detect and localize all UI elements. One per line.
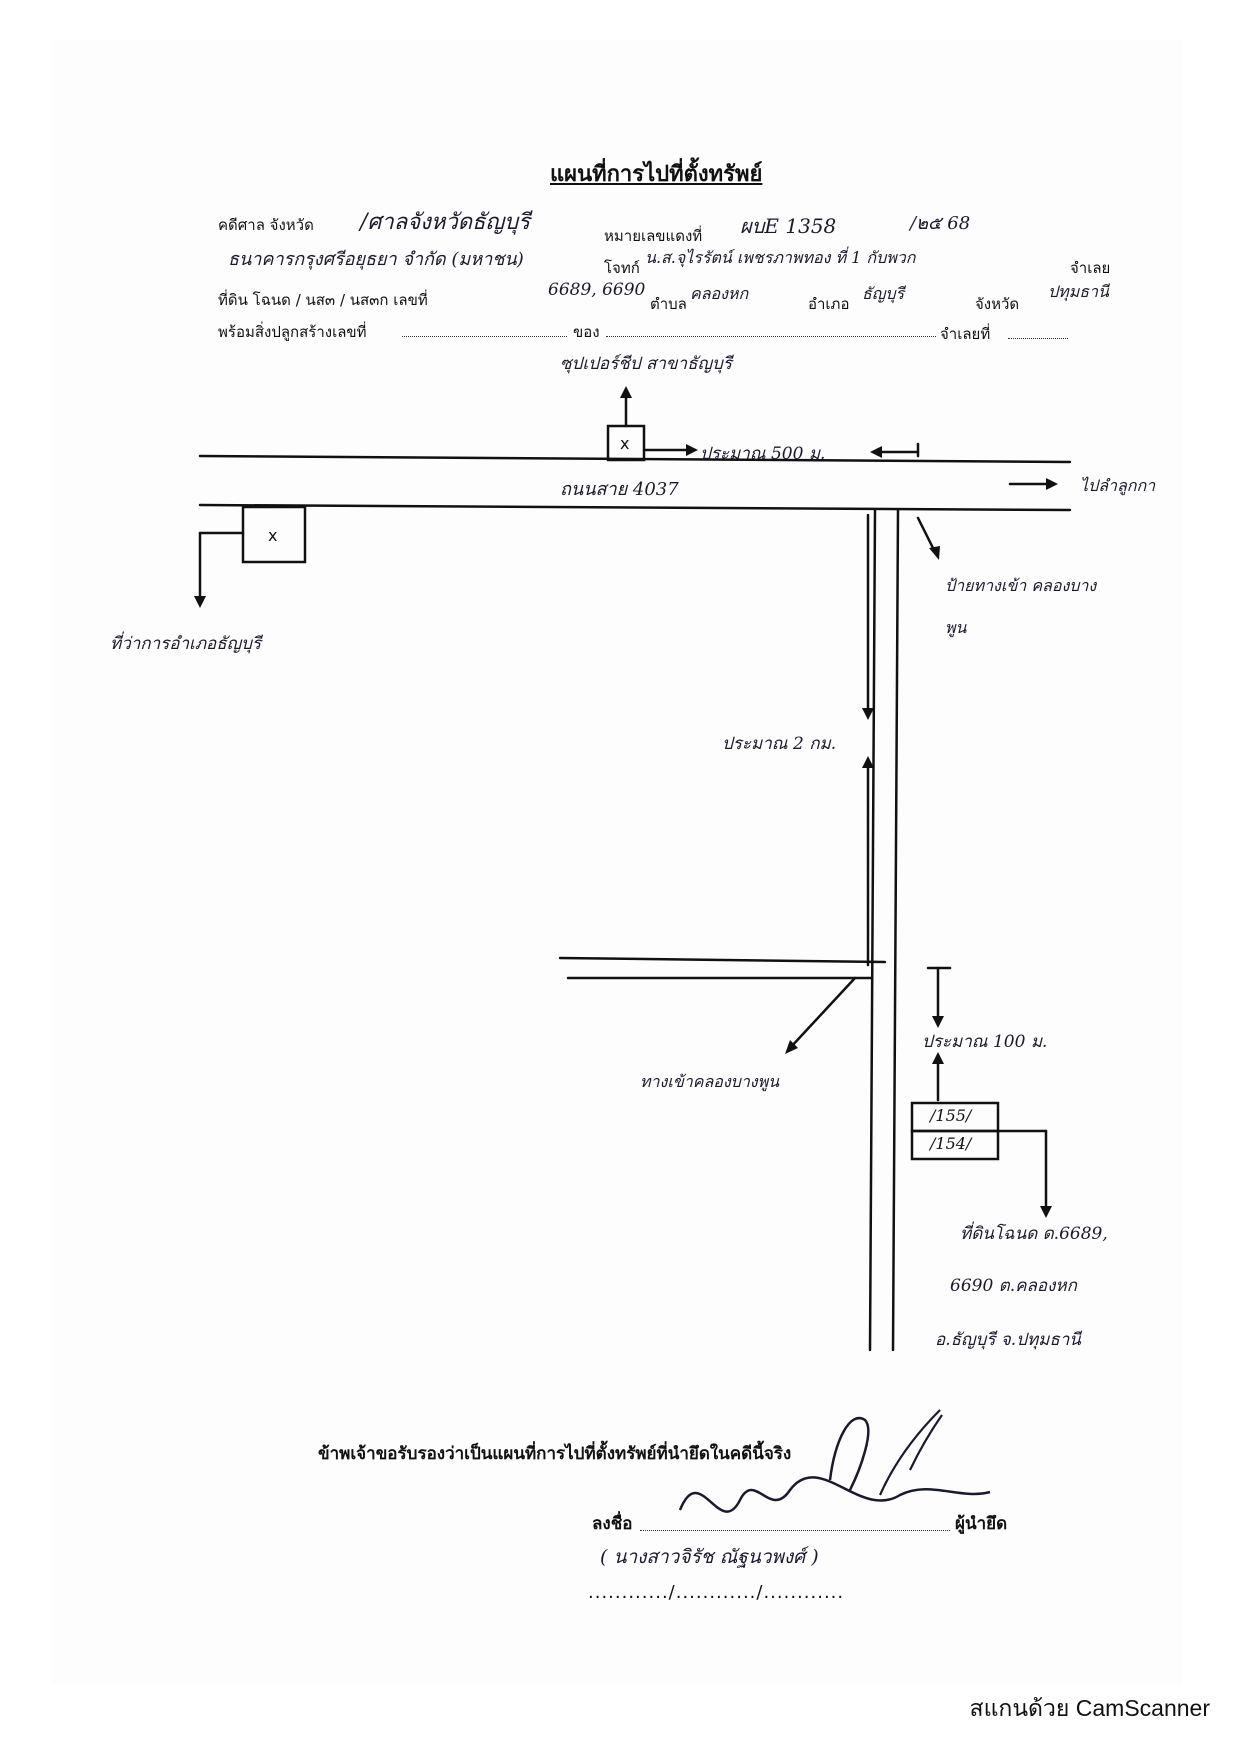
of-dotline xyxy=(606,336,936,337)
supermarket-x-mark: x xyxy=(620,434,629,453)
court-value: /ศาลจังหวัดธัญบุรี xyxy=(360,210,530,235)
plot-154-label: /154/ xyxy=(930,1134,972,1153)
court-label: คดีศาล จังหวัด xyxy=(218,216,314,234)
property-desc-line-2: 6690 ต.คลองหก xyxy=(950,1276,1077,1296)
district-label: อำเภอ xyxy=(808,295,850,313)
province-label: จังหวัด xyxy=(975,295,1020,313)
entrance-sign-label: ป้ายทางเข้า คลองบางพูน xyxy=(945,576,1097,637)
signer-name: ( นางสาวจิรัช ณัฐนวพงศ์ ) xyxy=(600,1546,819,1568)
vertical-road-right-edge xyxy=(891,508,900,1352)
certification-text: ข้าพเจ้าขอรับรองว่าเป็นแผนที่การไปที่ตั้… xyxy=(318,1444,792,1464)
debtor2-dotline xyxy=(1008,338,1068,339)
subdistrict-label: ตำบล xyxy=(650,295,687,313)
land-no-value: 6689, 6690 xyxy=(548,280,646,300)
property-desc-line-1: ที่ดินโฉนด ด.6689, xyxy=(960,1224,1108,1244)
vertical-road-left-edge xyxy=(868,508,877,1352)
highway-bottom-edge xyxy=(198,503,1072,512)
defendant-label: โจทก์ xyxy=(604,259,640,277)
district-office-x-mark: x xyxy=(268,526,277,545)
district-value: ธัญบุรี xyxy=(862,284,905,303)
case-year-value: /๒๕ 68 xyxy=(910,213,971,234)
date-line: ............/............/............ xyxy=(588,1582,845,1603)
debtor2-label: จำเลยที่ xyxy=(940,325,991,343)
approx-100-label: ประมาณ 100 ม. xyxy=(922,1032,1048,1052)
subdistrict-value: คลองหก xyxy=(690,284,749,303)
highway-label: ถนนสาย 4037 xyxy=(560,479,679,500)
sign-dotline xyxy=(640,1530,950,1531)
sign-label: ลงชื่อ xyxy=(592,1514,633,1534)
document-page xyxy=(52,40,1182,1685)
property-desc-line-3: อ.ธัญบุรี จ.ปทุมธานี xyxy=(935,1330,1081,1350)
province-value: ปทุมธานี xyxy=(1048,282,1109,301)
case-no-label: หมายเลขแดงที่ xyxy=(604,227,703,245)
debtor-label: จำเลย xyxy=(1070,259,1111,277)
of-label: ของ xyxy=(573,323,600,341)
plaintiff-value: ธนาคารกรุงศรีอยุธยา จำกัด (มหาชน) xyxy=(228,249,524,270)
land-label: ที่ดิน โฉนด / นส๓ / นส๓ก เลขที่ xyxy=(218,291,428,309)
signer-role: ผู้นำยึด xyxy=(955,1514,1008,1534)
plot-154-box xyxy=(910,1129,1000,1161)
side-road-top-edge xyxy=(558,956,887,964)
approx-500-label: ประมาณ 500 ม. xyxy=(700,444,826,464)
direction-label: ไปลำลูกกา xyxy=(1080,476,1156,495)
district-office-label: ที่ว่าการอำเภอธัญบุรี xyxy=(110,634,262,654)
building-dotline xyxy=(402,336,567,337)
supermarket-label: ซุปเปอร์ชีป สาขาธัญบุรี xyxy=(560,354,732,374)
district-office-box xyxy=(241,505,307,564)
building-label: พร้อมสิ่งปลูกสร้างเลขที่ xyxy=(218,323,367,341)
signature xyxy=(678,1409,991,1513)
case-no-value: ผบE 1358 xyxy=(740,214,837,238)
plot-155-label: /155/ xyxy=(930,1106,972,1125)
defendant-value: น.ส.จุไรรัตน์ เพชรภาพทอง ที่ 1 กับพวก xyxy=(645,248,916,267)
camscanner-watermark: สแกนด้วย CamScanner xyxy=(969,1695,1210,1721)
approx-2km-label: ประมาณ 2 กม. xyxy=(722,734,837,754)
side-road-label: ทางเข้าคลองบางพูน xyxy=(640,1072,780,1091)
document-title: แผนที่การไปที่ตั้งทรัพย์ xyxy=(550,162,763,187)
